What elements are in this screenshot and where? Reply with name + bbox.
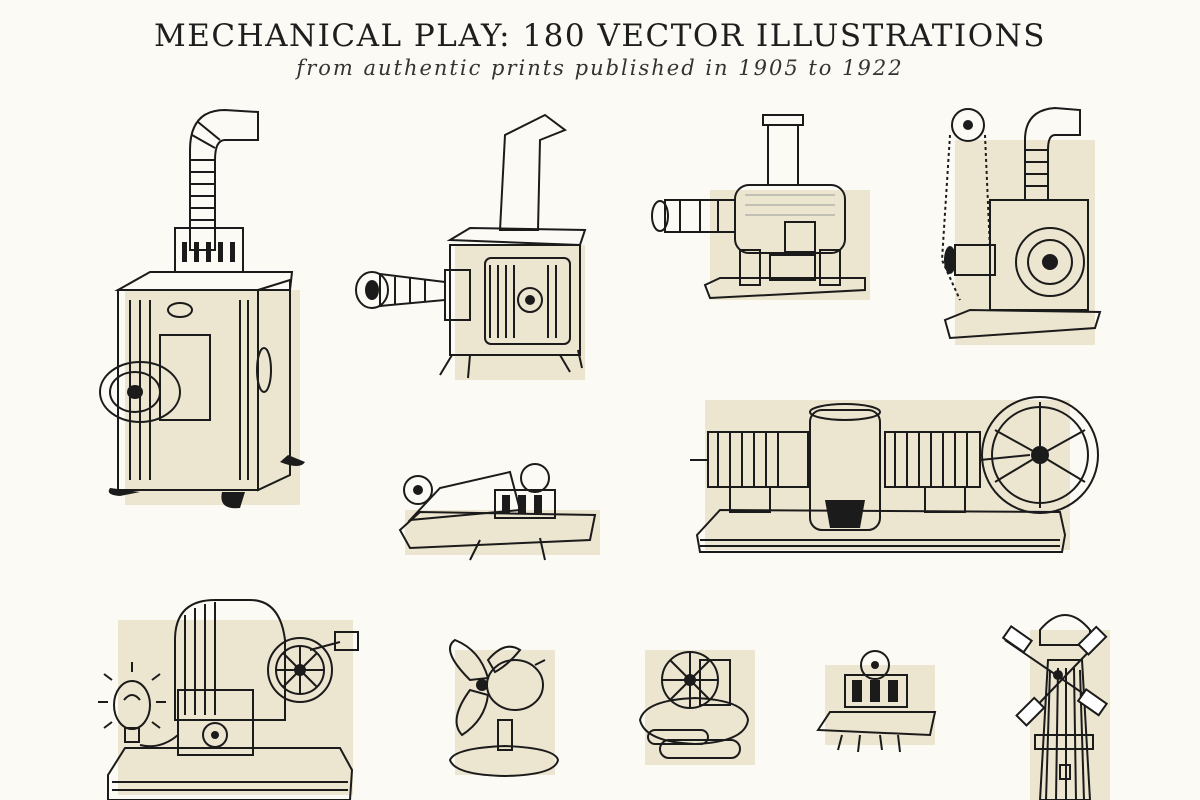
magic-lantern-large-icon [99,108,305,509]
electric-fan-icon [448,638,560,778]
small-machine-icon [816,650,937,753]
page-title: MECHANICAL PLAY: 180 VECTOR ILLUSTRATION… [154,18,1046,54]
windmill-icon [1001,614,1110,800]
hot-air-engine-icon [690,396,1099,553]
page-subtitle: from authentic prints published in 1905 … [296,56,904,80]
film-projector-icon [940,106,1102,345]
magic-lantern-small-icon [355,113,587,380]
toy-motor-icon [638,650,755,765]
dynamo-with-bulb-icon [98,599,359,800]
projector-horizontal-icon [651,114,870,300]
toy-engine-small-icon [398,463,600,561]
